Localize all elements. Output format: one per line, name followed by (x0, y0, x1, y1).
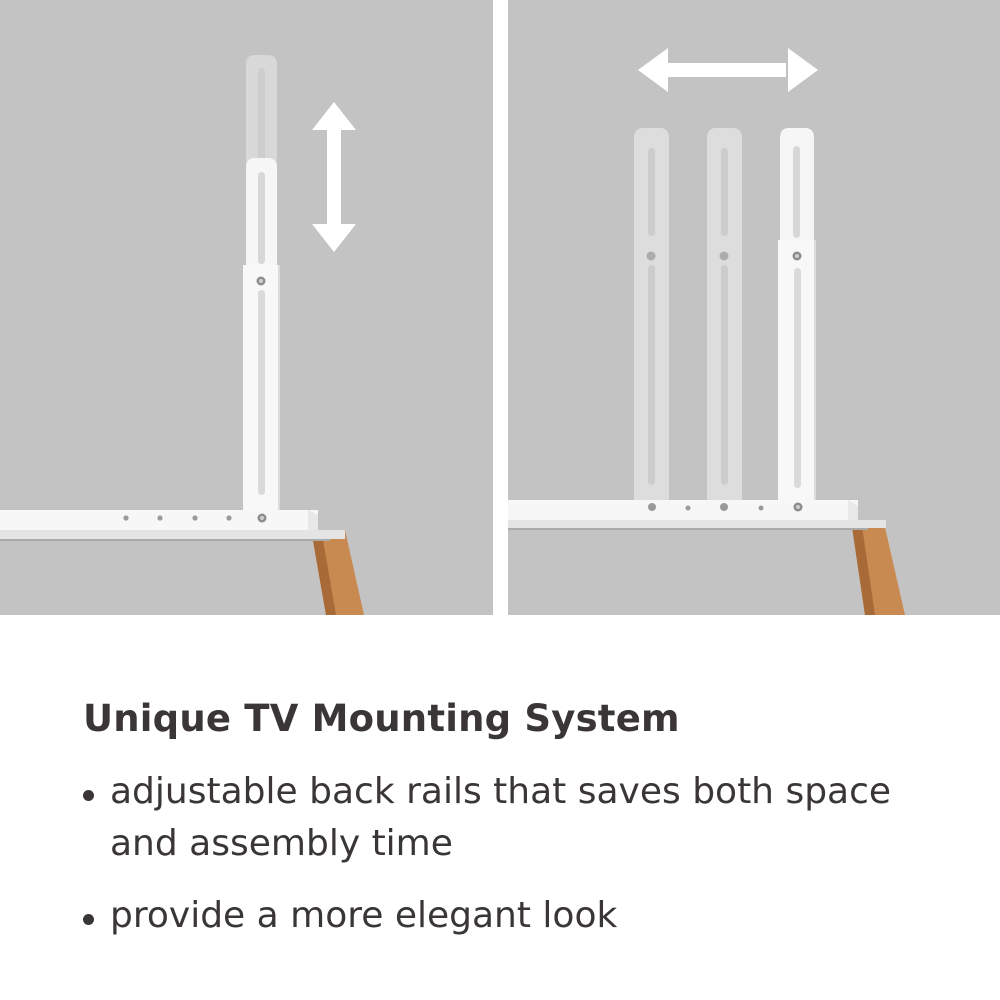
rail-ghost-slot (258, 68, 265, 163)
rail-upper-slot (258, 172, 265, 264)
feature-item: provide a more elegant look (80, 890, 940, 942)
double-arrow-vertical-icon (312, 102, 356, 252)
base-bar-end (308, 510, 318, 530)
feature-item: adjustable back rails that saves both sp… (80, 766, 940, 870)
base-screw-head (260, 516, 264, 520)
base-bar-shadow (0, 530, 345, 539)
feature-text: adjustable back rails that saves both sp… (110, 771, 892, 864)
feature-list: adjustable back rails that saves both sp… (80, 766, 940, 942)
caption-title: Unique TV Mounting System (83, 697, 680, 740)
double-arrow-horizontal-icon (638, 48, 818, 92)
base-bar-underside (0, 539, 330, 541)
rail-lower-edge (278, 265, 280, 510)
base-screw (648, 503, 656, 511)
base-hole (123, 515, 129, 521)
vertical-adjustment-illustration (0, 0, 493, 615)
wood-leg-shade (312, 534, 336, 615)
bullet-icon (83, 790, 94, 801)
base-bar (508, 500, 858, 520)
rail-ghost-left (634, 128, 669, 500)
vertical-adjustment-svg (0, 55, 364, 615)
rail-lower-slot (258, 290, 265, 495)
base-screw (720, 503, 728, 511)
rail-screw-head (259, 279, 263, 283)
base-screw-head (796, 505, 800, 509)
base-hole (226, 515, 232, 521)
base-hole (192, 515, 198, 521)
horizontal-adjustment-illustration (508, 0, 1000, 615)
rail-solid-right (778, 128, 816, 500)
base-hole (685, 505, 691, 511)
caption-area (0, 615, 1000, 1000)
base-hole (758, 505, 764, 511)
feature-text: provide a more elegant look (110, 895, 618, 936)
horizontal-adjustment-svg (508, 48, 905, 615)
base-bar-end (848, 500, 858, 520)
base-hole (157, 515, 163, 521)
rail-ghost-middle (707, 128, 742, 500)
wood-leg-shade (852, 526, 875, 615)
base-bar-underside (508, 528, 868, 530)
bullet-icon (83, 914, 94, 925)
base-bar-shadow (508, 520, 886, 528)
